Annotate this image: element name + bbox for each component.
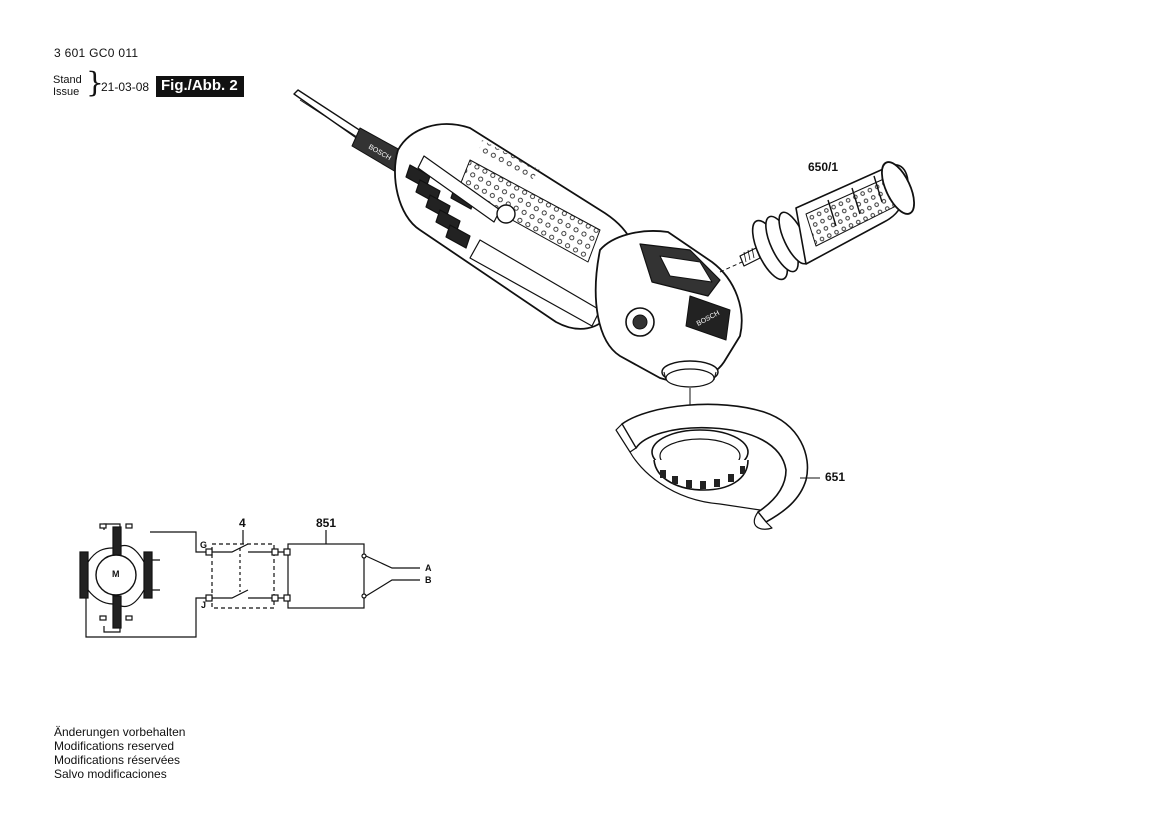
footer-line-fr: Modifications réservées — [54, 753, 181, 767]
issue-date: 21-03-08 — [101, 80, 150, 94]
part-label-4: 4 — [239, 516, 246, 530]
footer-line-es: Salvo modificaciones — [54, 767, 167, 781]
wheel-guard — [615, 403, 809, 530]
figure-label: Fig./Abb. 2 — [156, 76, 244, 97]
leader-line-handle — [719, 261, 743, 273]
auxiliary-handle — [739, 161, 915, 281]
part-number: 3 601 GC0 011 — [54, 46, 139, 60]
part-label-851: 851 — [316, 516, 337, 530]
stand-issue-labels: Stand Issue — [53, 74, 82, 98]
issue-label: Issue — [53, 86, 80, 98]
footer-line-de: Änderungen vorbehalten — [54, 725, 186, 739]
stand-label: Stand — [53, 74, 82, 86]
terminal-label-b: B — [425, 575, 432, 585]
footer-line-en: Modifications reserved — [54, 739, 175, 753]
wiring-diagram — [79, 523, 420, 638]
angle-grinder: BOSCH BOSCH — [293, 89, 743, 388]
terminal-label-a: A — [425, 563, 432, 573]
motor-label: M — [112, 569, 120, 579]
brace-symbol: } — [86, 66, 104, 99]
part-label-650-1: 650/1 — [808, 160, 839, 174]
terminal-label-j: J — [201, 600, 207, 610]
part-label-651: 651 — [825, 470, 846, 484]
footer-notice: Änderungen vorbehalten Modifications res… — [54, 725, 185, 781]
terminal-label-g: G — [200, 540, 208, 550]
